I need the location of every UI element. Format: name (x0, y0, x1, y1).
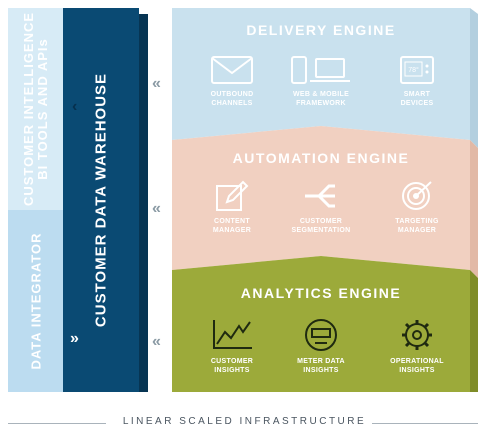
meter-icon (305, 319, 337, 351)
line-chart-icon (213, 320, 252, 349)
svg-text:78°: 78° (408, 66, 419, 74)
delivery-engine-edge (470, 8, 478, 148)
pencil-icon (216, 180, 249, 211)
customer-data-warehouse-panel: CUSTOMER DATA WAREHOUSE (63, 8, 139, 392)
chevron-left-icon: ‹ (72, 98, 78, 115)
footer-label: LINEAR SCALED INFRASTRUCTURE (122, 416, 367, 427)
delivery-engine-bg (172, 8, 470, 140)
gear-icon (402, 320, 432, 350)
footer-right-rule (372, 423, 478, 424)
analytics-engine-edge (470, 270, 478, 392)
chevron-left-icon: « (152, 75, 161, 92)
phone-laptop-icon (291, 56, 350, 84)
split-arrows-icon (305, 184, 335, 208)
target-icon (402, 181, 432, 210)
customer-intelligence-panel: CUSTOMER INTELLIGENCE BI TOOLS AND APIs (8, 8, 63, 210)
footer-left-rule (8, 423, 106, 424)
envelope-icon (211, 56, 253, 84)
warehouse-side-shadow (139, 14, 148, 392)
analytics-engine-title: ANALYTICS ENGINE (240, 285, 402, 301)
automation-engine-title: AUTOMATION ENGINE (232, 150, 410, 166)
data-integrator-panel: DATA INTEGRATOR (8, 210, 63, 392)
chevron-left-icon: « (152, 333, 161, 350)
chevron-left-icon: « (152, 200, 161, 217)
delivery-engine-title: DELIVERY ENGINE (246, 22, 396, 38)
chevron-right-icon: » (70, 330, 79, 347)
automation-engine-edge (470, 140, 478, 278)
analytics-engine-bg (172, 256, 470, 392)
thermostat-icon: 78° (400, 56, 434, 84)
